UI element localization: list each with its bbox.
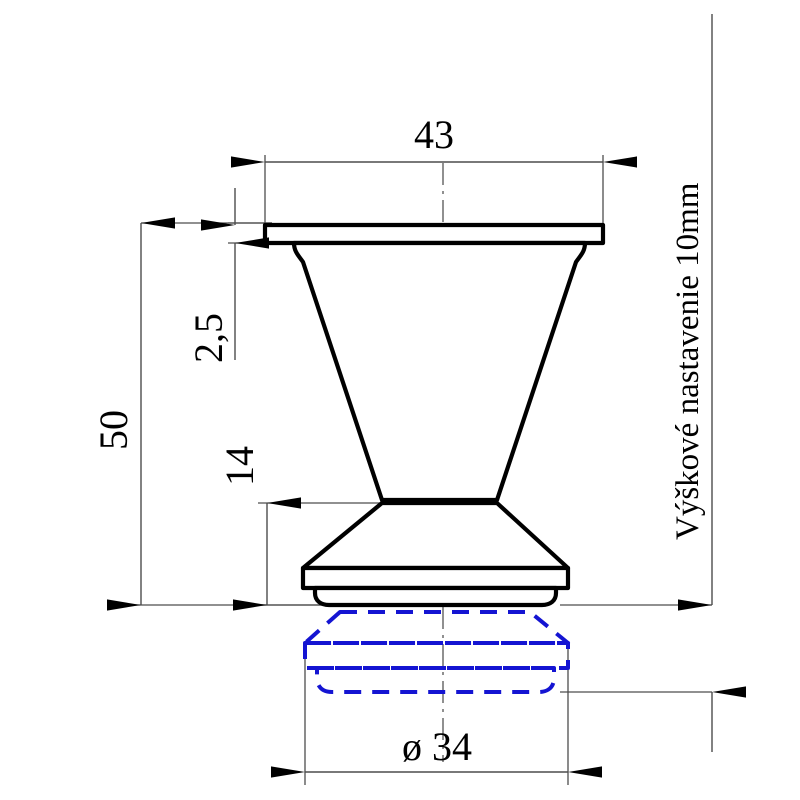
dimension-base-diameter: ø 34	[271, 724, 602, 778]
cone-body	[291, 240, 588, 503]
adjustment-flange	[303, 641, 570, 670]
dimension-total-height: 50	[91, 217, 175, 611]
adjustment-foot	[315, 666, 556, 694]
lower-frustum	[300, 500, 571, 571]
adjustment-frustum	[303, 610, 570, 645]
annotation-height-adjustment: Výškové nastavenie 10mm	[670, 14, 746, 752]
dimension-width-top-label: 43	[414, 112, 454, 157]
dimension-plate-thickness-label: 2,5	[186, 313, 231, 363]
base-flange	[300, 565, 571, 591]
dimension-total-height-label: 50	[91, 410, 136, 450]
dimension-base-height: 14	[217, 446, 301, 611]
height-adjustment-note-label: Výškové nastavenie 10mm	[670, 182, 706, 540]
dimension-plate-thickness: 2,5	[186, 188, 269, 363]
top-plate	[262, 222, 606, 246]
foot-pad	[312, 585, 559, 608]
dimension-base-diameter-label: ø 34	[402, 724, 472, 769]
dimension-base-height-label: 14	[217, 446, 262, 486]
part-outline	[262, 222, 606, 608]
height-adjustment-outline	[303, 610, 570, 694]
dimension-width-top: 43	[231, 112, 637, 168]
